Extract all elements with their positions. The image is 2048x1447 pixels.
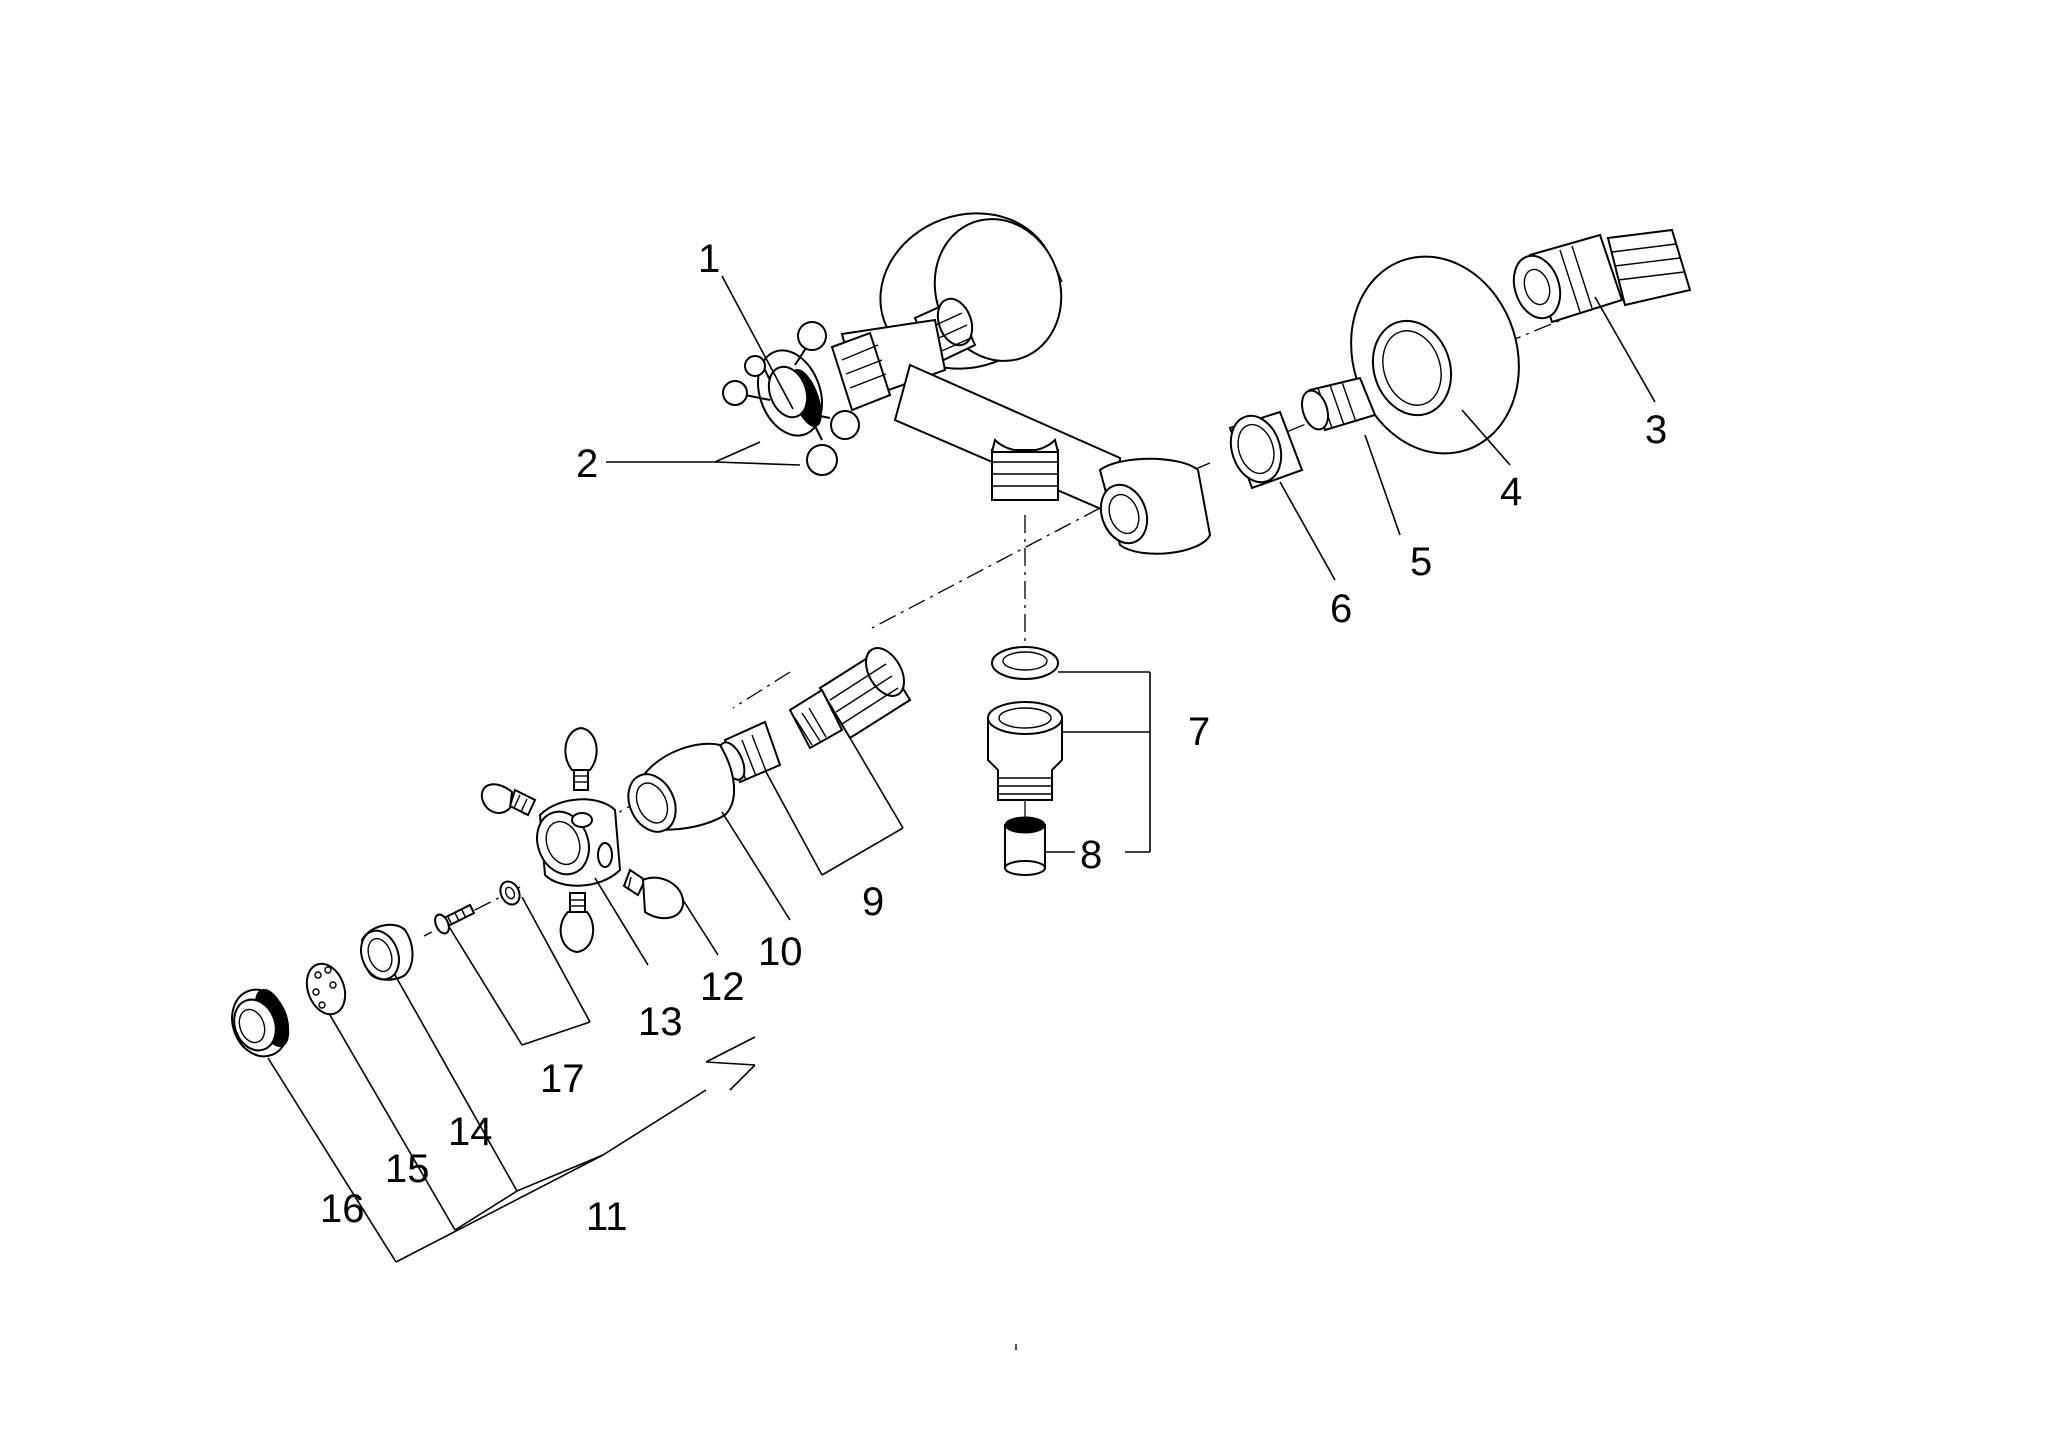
part-10-cap: [627, 742, 736, 833]
callout-16: 16: [320, 1187, 365, 1231]
callout-6: 6: [1330, 587, 1352, 631]
part-16-cover-ring: [231, 988, 290, 1058]
callout-1: 1: [698, 237, 720, 281]
callout-12: 12: [700, 965, 745, 1009]
part-3-connector: [1512, 228, 1692, 324]
callout-11: 11: [586, 1195, 628, 1239]
part-4-rosette: [1350, 255, 1520, 455]
leader-lines: [267, 275, 1656, 1263]
part-12-lever-ball: [622, 868, 685, 920]
part-9-cartridge: [718, 647, 912, 784]
callout-14: 14: [448, 1110, 493, 1154]
callout-labels: 1 2 3 4 5 6 7 8 9 10 11 12 13 14 15 16 1…: [320, 237, 1667, 1239]
part-14-threaded-ring: [360, 923, 414, 981]
callout-2: 2: [576, 442, 598, 486]
callout-10: 10: [758, 930, 803, 974]
callout-8: 8: [1080, 833, 1102, 877]
callout-3: 3: [1645, 408, 1667, 452]
valve-body: [722, 212, 1212, 555]
callout-15: 15: [385, 1147, 430, 1191]
callout-4: 4: [1500, 470, 1522, 514]
part-15-indicator-disc: [305, 962, 347, 1016]
callout-17: 17: [540, 1057, 585, 1101]
part-17-screw-washer: [434, 880, 521, 935]
callout-7: 7: [1188, 710, 1210, 754]
callout-13: 13: [638, 1000, 683, 1044]
part-6-union-nut: [1228, 410, 1304, 490]
part-5-nipple: [1301, 376, 1377, 432]
part-7-8-group: [987, 646, 1063, 876]
part-13-handle-hub: [480, 726, 622, 954]
callout-5: 5: [1410, 540, 1432, 584]
callout-9: 9: [862, 880, 884, 924]
